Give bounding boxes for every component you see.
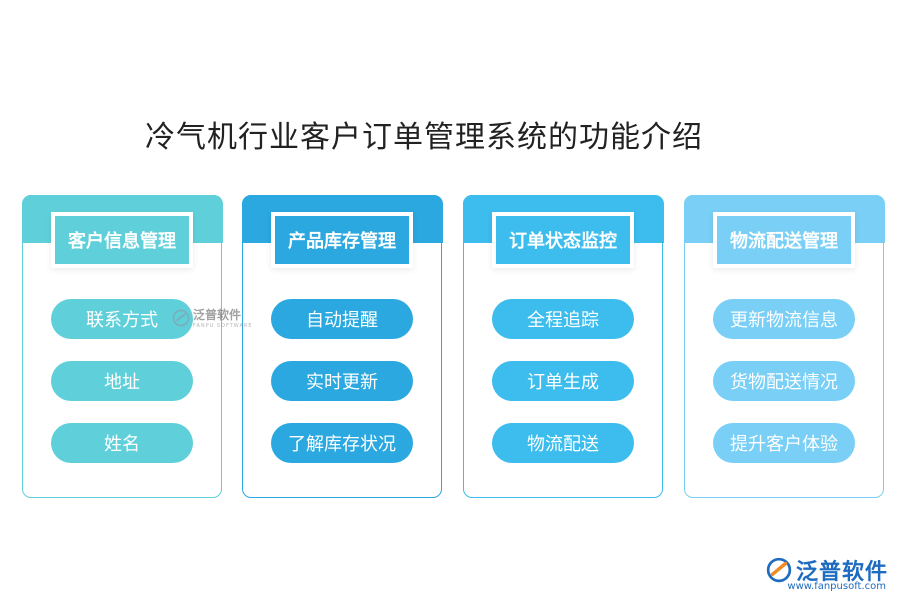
card-heading: 产品库存管理 (275, 216, 409, 264)
logo-url: www.fanpusoft.com (787, 581, 886, 592)
card-heading-box: 产品库存管理 (271, 212, 413, 268)
card-heading-box: 客户信息管理 (51, 212, 193, 268)
watermark-subtext: FANPU SOFTWARE (193, 323, 253, 329)
watermark-text: 泛普软件 (193, 308, 242, 322)
page-title: 冷气机行业客户订单管理系统的功能介绍 (145, 120, 703, 155)
card-heading-box: 订单状态监控 (492, 212, 634, 268)
feature-pill: 订单生成 (492, 361, 634, 401)
feature-pill: 全程追踪 (492, 299, 634, 339)
feature-card-order-status: 订单状态监控 全程追踪 订单生成 物流配送 (462, 194, 664, 498)
feature-pill: 了解库存状况 (271, 423, 413, 463)
fanpu-logo-icon (766, 557, 792, 583)
feature-pill: 实时更新 (271, 361, 413, 401)
feature-card-logistics: 物流配送管理 更新物流信息 货物配送情况 提升客户体验 (683, 194, 885, 498)
feature-pill: 物流配送 (492, 423, 634, 463)
feature-pill: 地址 (51, 361, 193, 401)
feature-pill: 提升客户体验 (713, 423, 855, 463)
feature-pill: 自动提醒 (271, 299, 413, 339)
card-heading: 订单状态监控 (496, 216, 630, 264)
feature-pill: 货物配送情况 (713, 361, 855, 401)
card-heading-box: 物流配送管理 (713, 212, 855, 268)
feature-pill: 更新物流信息 (713, 299, 855, 339)
logo-name: 泛普软件 (795, 560, 888, 585)
feature-card-inventory: 产品库存管理 自动提醒 实时更新 了解库存状况 (241, 194, 443, 498)
fanpu-watermark-icon (172, 309, 190, 326)
watermark: 泛普软件 FANPU SOFTWARE (172, 306, 253, 329)
brand-logo: 泛普软件 www.fanpusoft.com (766, 554, 888, 592)
card-heading: 物流配送管理 (717, 216, 851, 264)
card-heading: 客户信息管理 (55, 216, 189, 264)
feature-pill: 联系方式 (51, 299, 193, 339)
feature-pill: 姓名 (51, 423, 193, 463)
feature-card-customer-info: 客户信息管理 联系方式 地址 姓名 (21, 194, 223, 498)
